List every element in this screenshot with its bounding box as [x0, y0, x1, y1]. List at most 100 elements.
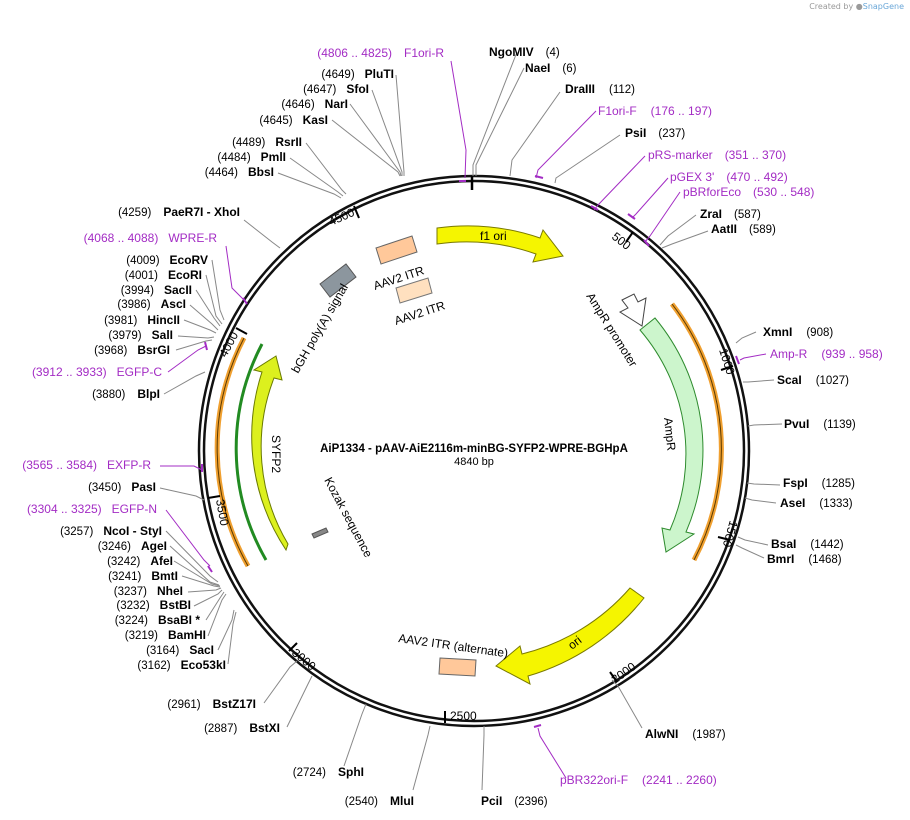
enzyme-sphi[interactable]: (2724)SphI	[293, 765, 364, 779]
enzyme-ngomiv[interactable]: NgoMIV(4)	[489, 45, 560, 59]
ampr-promoter-arrow[interactable]	[618, 293, 647, 327]
enzyme-paer7i-xhoi[interactable]: (4259)PaeR7I - XhoI	[118, 205, 240, 219]
leader-ncoi	[165, 530, 219, 583]
enzyme-saci[interactable]: (3164)SacI	[146, 643, 214, 657]
syfp2-arrow[interactable]	[251, 355, 289, 552]
primer-wpre-r[interactable]: (4068 .. 4088)WPRE-R	[84, 231, 218, 245]
primer-mark-pbrforeco	[643, 239, 650, 247]
enzyme-zrai[interactable]: ZraI(587)	[700, 207, 761, 221]
enzyme-xmni[interactable]: XmnI(908)	[763, 325, 833, 339]
leader-pvui	[747, 423, 783, 427]
leader-xhoi	[243, 219, 281, 249]
enzyme-bstbi[interactable]: (3232)BstBI	[116, 598, 191, 612]
aav2-itr-box-2[interactable]	[395, 277, 433, 304]
enzyme-eco53ki[interactable]: (3162)Eco53kI	[137, 658, 226, 672]
enzyme-nhei[interactable]: (3237)NheI	[114, 584, 183, 598]
primer-pbr322ori-f[interactable]: pBR322ori-F(2241 .. 2260)	[560, 773, 717, 787]
primer-exfp-r[interactable]: (3565 .. 3584)EXFP-R	[22, 458, 151, 472]
syfp2-green-bar	[234, 343, 268, 561]
enzyme-psii[interactable]: PsiI(237)	[625, 126, 685, 140]
leader-nari	[349, 103, 402, 177]
enzyme-kasi[interactable]: (4645)KasI	[259, 113, 328, 127]
leader-asei	[744, 497, 777, 504]
enzyme-pluti[interactable]: (4649)PluTI	[321, 67, 394, 81]
primer-mark-pbr322ori	[533, 724, 542, 728]
enzyme-sali[interactable]: (3979)SalI	[108, 328, 173, 342]
aav2-itr-box-1[interactable]	[375, 235, 418, 265]
enzyme-ncoi-styi[interactable]: (3257)NcoI - StyI	[60, 524, 162, 538]
enzyme-draiii[interactable]: DraIII(112)	[565, 82, 635, 96]
enzyme-aatii[interactable]: AatII(589)	[711, 222, 776, 236]
primer-egfp-n[interactable]: (3304 .. 3325)EGFP-N	[27, 502, 157, 516]
enzyme-sfoi[interactable]: (4647)SfoI	[303, 82, 369, 96]
enzyme-bbsi[interactable]: (4464)BbsI	[205, 165, 274, 179]
primer-f1ori-r[interactable]: (4806 .. 4825)F1ori-R	[317, 46, 444, 60]
enzyme-fspi[interactable]: FspI(1285)	[783, 476, 855, 490]
plasmid-name: AiP1334 - pAAV-AiE2116m-minBG-SYFP2-WPRE…	[320, 443, 628, 455]
kozak-box[interactable]	[311, 527, 329, 539]
enzyme-rsrii[interactable]: (4489)RsrII	[232, 135, 302, 149]
primer-mark-wpre-r	[242, 297, 248, 305]
snapgene-credit: Created by ●SnapGene	[809, 2, 904, 11]
enzyme-afei[interactable]: (3242)AfeI	[107, 554, 173, 568]
enzyme-bsrgi[interactable]: (3968)BsrGI	[94, 343, 170, 357]
primer-amp-r[interactable]: Amp-R(939 .. 958)	[770, 347, 883, 361]
enzyme-pcii[interactable]: PciI(2396)	[481, 794, 548, 808]
enzyme-blpi[interactable]: (3880)BlpI	[92, 387, 160, 401]
leader-bbsi	[277, 172, 342, 199]
enzyme-labels: NgoMIV(4) NaeI(6) DraIII(112) PsiI(237) …	[60, 45, 856, 808]
enzyme-asci[interactable]: (3986)AscI	[117, 297, 186, 311]
syfp2-orange-bar-core	[216, 337, 249, 567]
enzyme-bsai[interactable]: BsaI(1442)	[771, 537, 844, 551]
bgh-polya-box[interactable]	[319, 263, 357, 298]
primer-f1ori-f[interactable]: F1ori-F(176 .. 197)	[598, 104, 712, 118]
leader-bmti	[181, 575, 221, 588]
enzyme-pasi[interactable]: (3450)PasI	[88, 480, 156, 494]
leader-bamhi	[207, 593, 227, 637]
enzyme-bstz17i[interactable]: (2961)BstZ17I	[167, 697, 256, 711]
enzyme-naei[interactable]: NaeI(6)	[525, 61, 577, 75]
ori-arrow[interactable]	[495, 587, 645, 685]
enzyme-pvui[interactable]: PvuI(1139)	[784, 417, 856, 431]
tick-label-2500: 2500	[450, 709, 477, 723]
enzyme-bamhi[interactable]: (3219)BamHI	[125, 628, 206, 642]
enzyme-nari[interactable]: (4646)NarI	[281, 97, 348, 111]
enzyme-agei[interactable]: (3246)AgeI	[98, 539, 167, 553]
ampr-arrow[interactable]	[639, 317, 704, 553]
primer-pgex3[interactable]: pGEX 3'(470 .. 492)	[670, 170, 788, 184]
enzyme-scai[interactable]: ScaI(1027)	[777, 373, 849, 387]
enzyme-bsabi[interactable]: (3224)BsaBI *	[115, 613, 201, 627]
primer-pbrforeco[interactable]: pBRforEco(530 .. 548)	[683, 185, 814, 199]
leader-scai	[743, 379, 775, 383]
enzyme-asei[interactable]: AseI(1333)	[780, 496, 853, 510]
enzyme-ecori[interactable]: (4001)EcoRI	[125, 268, 202, 282]
leader-ecori	[205, 274, 223, 325]
leader-f1ori-r	[450, 60, 467, 179]
enzyme-sacii[interactable]: (3994)SacII	[121, 283, 192, 297]
enzyme-alwni[interactable]: AlwNI(1987)	[645, 727, 726, 741]
enzyme-mlui[interactable]: (2540)MluI	[345, 794, 414, 808]
leader-rsrii	[305, 142, 347, 195]
leader-psii	[554, 134, 621, 184]
enzyme-bmti[interactable]: (3241)BmtI	[108, 569, 178, 583]
primer-egfp-c[interactable]: (3912 .. 3933)EGFP-C	[32, 365, 162, 379]
enzyme-bmri[interactable]: BmrI(1468)	[767, 552, 842, 566]
leader-pasi	[159, 487, 205, 501]
enzyme-bstxi[interactable]: (2887)BstXI	[204, 721, 280, 735]
primer-mark-ampr	[735, 355, 740, 365]
enzyme-pmli[interactable]: (4484)PmlI	[217, 150, 286, 164]
tick-1000	[720, 365, 734, 371]
primer-mark-pgex	[627, 213, 636, 220]
aav2-itr-alternate-box[interactable]	[438, 657, 477, 677]
primer-prs-marker[interactable]: pRS-marker(351 .. 370)	[648, 148, 786, 162]
f1-ori-arrow[interactable]	[436, 225, 564, 263]
tick-1500	[717, 536, 731, 541]
enzyme-ecorv[interactable]: (4009)EcoRV	[126, 253, 208, 267]
leader-pbr322ori-f	[537, 727, 567, 779]
leader-egfp-c	[167, 345, 207, 373]
leader-saci	[217, 609, 235, 651]
enzyme-hincii[interactable]: (3981)HincII	[104, 313, 180, 327]
leader-amp-r	[739, 353, 767, 361]
leader-bstz17i	[263, 660, 298, 704]
